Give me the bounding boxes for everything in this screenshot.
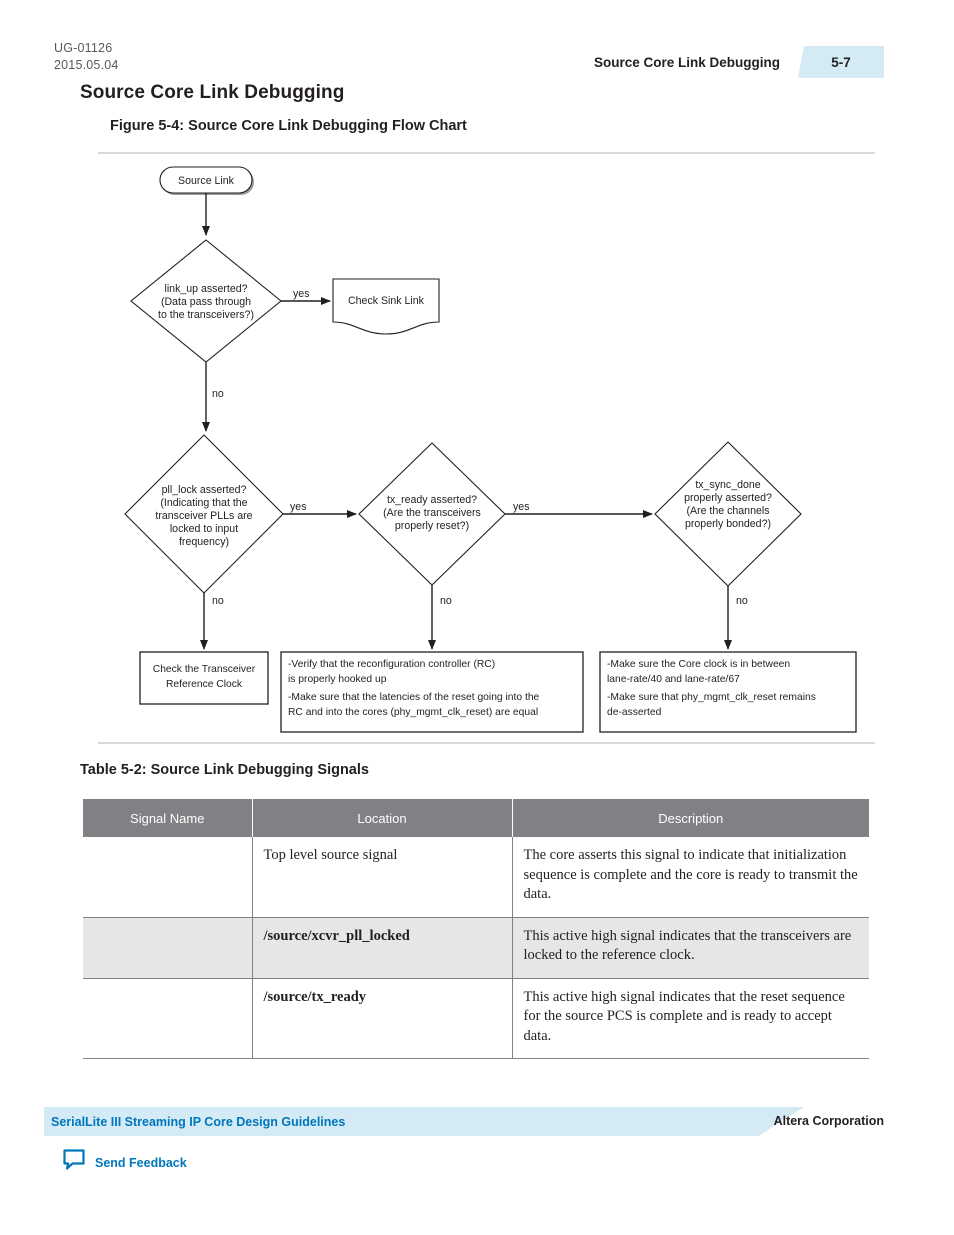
edge-label-link-up-yes: yes xyxy=(293,288,310,300)
cell-signal-name xyxy=(83,917,253,979)
document-identifier: UG-01126 2015.05.04 xyxy=(54,40,119,74)
decision-pll-lock: pll_lock asserted? (Indicating that the … xyxy=(124,434,284,594)
edge-label-pll-lock-yes: yes xyxy=(290,501,307,513)
outcome-3-line-4: de-asserted xyxy=(607,707,662,718)
decision-link-up: link_up asserted? (Data pass through to … xyxy=(130,239,282,363)
decision-tx-sync-done: tx_sync_done properly asserted? (Are the… xyxy=(654,441,802,587)
outcome-box-check-transceiver-reference-clock: Check the Transceiver Reference Clock xyxy=(139,651,269,705)
cell-signal-name xyxy=(83,978,253,1059)
footer-corporation: Altera Corporation xyxy=(773,1114,884,1128)
page-number-badge: 5-7 xyxy=(798,46,884,78)
flow-chart: Source Link link_up asserted? (Data pass… xyxy=(0,152,954,744)
outcome-2-line-3: -Make sure that the latencies of the res… xyxy=(288,692,540,703)
send-feedback-label: Send Feedback xyxy=(95,1155,187,1170)
outcome-2-line-2: is properly hooked up xyxy=(288,674,387,685)
outcome-2-line-4: RC and into the cores (phy_mgmt_clk_rese… xyxy=(288,707,538,718)
signal-table: Signal Name Location Description Top lev… xyxy=(83,799,869,1059)
figure-bottom-divider xyxy=(98,742,875,744)
outcome-box-core-clock-checks: -Make sure the Core clock is in between … xyxy=(599,651,857,733)
decision-link-up-line-2: (Data pass through xyxy=(161,296,251,308)
outcome-3-line-2: lane-rate/40 and lane-rate/67 xyxy=(607,674,740,685)
edge-label-tx-ready-yes: yes xyxy=(513,501,530,513)
footer-document-name[interactable]: SerialLite III Streaming IP Core Design … xyxy=(51,1114,346,1129)
edge-label-tx-sync-done-no: no xyxy=(736,595,748,607)
page-header: UG-01126 2015.05.04 Source Core Link Deb… xyxy=(0,0,954,96)
decision-pll-lock-line-3: transceiver PLLs are xyxy=(155,510,252,522)
decision-tx-ready-line-1: tx_ready asserted? xyxy=(387,494,477,506)
cell-location: /source/xcvr_pll_locked xyxy=(252,917,513,979)
outcome-box-verify-reconfiguration-controller: -Verify that the reconfiguration control… xyxy=(280,651,584,733)
decision-tx-sync-done-line-4: properly bonded?) xyxy=(685,518,771,530)
column-header-description: Description xyxy=(512,799,869,837)
decision-pll-lock-line-4: locked to input xyxy=(170,523,238,535)
column-header-signal-name: Signal Name xyxy=(83,799,253,837)
decision-pll-lock-line-5: frequency) xyxy=(179,536,229,548)
decision-tx-ready-line-3: properly reset?) xyxy=(395,520,469,532)
header-chapter-title: Source Core Link Debugging xyxy=(593,54,780,70)
document-date: 2015.05.04 xyxy=(54,58,119,72)
document-node-check-sink-link: Check Sink Link xyxy=(332,278,440,335)
cell-location: /source/tx_ready xyxy=(252,978,513,1059)
send-feedback-button[interactable]: Send Feedback xyxy=(62,1148,187,1177)
column-header-location: Location xyxy=(252,799,513,837)
outcome-1-line-1: Check the Transceiver xyxy=(153,664,256,675)
outcome-1-line-2: Reference Clock xyxy=(166,679,243,690)
table-header-row: Signal Name Location Description xyxy=(83,799,869,837)
outcome-3-line-1: -Make sure the Core clock is in between xyxy=(607,659,790,670)
start-node: Source Link xyxy=(159,166,254,195)
decision-tx-ready-line-2: (Are the transceivers xyxy=(383,507,481,519)
figure-caption: Figure 5-4: Source Core Link Debugging F… xyxy=(110,118,467,134)
table-row: /source/xcvr_pll_locked This active high… xyxy=(83,917,869,979)
edge-label-tx-ready-no: no xyxy=(440,595,452,607)
cell-description: The core asserts this signal to indicate… xyxy=(512,837,869,918)
decision-tx-ready: tx_ready asserted? (Are the transceivers… xyxy=(358,442,506,586)
decision-tx-sync-done-line-2: properly asserted? xyxy=(684,492,772,504)
cell-description: This active high signal indicates that t… xyxy=(512,978,869,1059)
decision-pll-lock-line-1: pll_lock asserted? xyxy=(162,484,247,496)
table-row: Top level source signal The core asserts… xyxy=(83,837,869,918)
cell-description: This active high signal indicates that t… xyxy=(512,917,869,979)
footer-bar: SerialLite III Streaming IP Core Design … xyxy=(44,1107,804,1136)
document-number: UG-01126 xyxy=(54,41,113,55)
decision-link-up-line-3: to the transceivers?) xyxy=(158,309,254,321)
decision-tx-sync-done-line-1: tx_sync_done xyxy=(695,479,760,491)
edge-label-pll-lock-no: no xyxy=(212,595,224,607)
table-row: /source/tx_ready This active high signal… xyxy=(83,978,869,1059)
cell-signal-name xyxy=(83,837,253,918)
decision-pll-lock-line-2: (Indicating that the xyxy=(160,497,247,509)
decision-tx-sync-done-line-3: (Are the channels xyxy=(686,505,769,517)
edge-label-link-up-no: no xyxy=(212,388,224,400)
outcome-3-line-3: -Make sure that phy_mgmt_clk_reset remai… xyxy=(607,692,816,703)
outcome-2-line-1: -Verify that the reconfiguration control… xyxy=(288,659,495,670)
header-right-group: Source Core Link Debugging 5-7 xyxy=(594,46,884,78)
table-caption: Table 5-2: Source Link Debugging Signals xyxy=(80,762,369,778)
cell-location: Top level source signal xyxy=(252,837,513,918)
figure-top-divider xyxy=(98,152,875,154)
page-title: Source Core Link Debugging xyxy=(80,82,345,103)
document-node-label: Check Sink Link xyxy=(348,295,425,307)
speech-bubble-icon xyxy=(62,1148,86,1177)
decision-link-up-line-1: link_up asserted? xyxy=(164,283,247,295)
start-node-label: Source Link xyxy=(178,175,235,187)
